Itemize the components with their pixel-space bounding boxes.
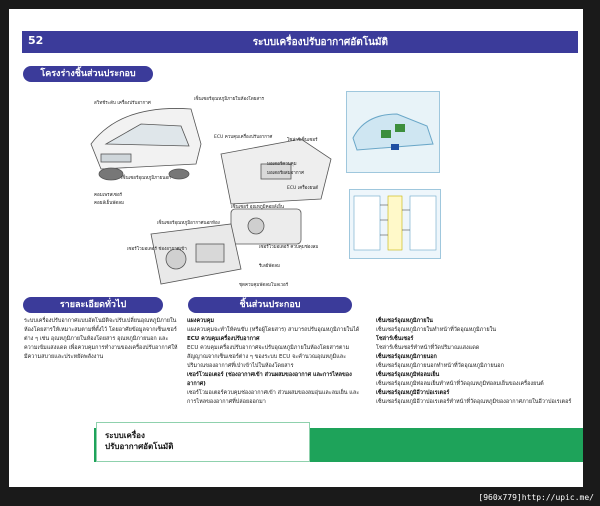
part-heading: ECU ควบคุมเครื่องปรับอากาศ [187,336,260,342]
footer-title-line: ระบบเครื่อง [105,431,145,440]
diagram-label: คอมเพรสเซอร์ [94,193,123,198]
diagram-label: คอยล์เย็นพัดลม [94,201,124,206]
part-text: ECU ควบคุมเครื่องปรับอากาศจะปรับอุณหภูมิ… [187,345,350,369]
system-block-diagram [349,189,441,259]
page-header-bar: 52 ระบบเครื่องปรับอากาศอัตโนมัติ [22,31,578,53]
parts-column-2: เซ็นเซอร์อุณหภูมิภายใน เซ็นเซอร์อุณหภูมิ… [376,317,576,407]
diagram-label: เซ็นเซอร์อุณหภูมิภายในห้องโดยสาร [194,97,265,102]
part-heading: เซ็นเซอร์อุณหภูมิท่อลมเย็น [376,372,440,378]
part-heading: แผงควบคุม [187,318,215,324]
manual-page: 52 ระบบเครื่องปรับอากาศอัตโนมัติ โครงร่า… [9,9,583,487]
part-text: เซ็นเซอร์อุณหภูมิอีวาปอเรเตอร์ทำหน้าที่ว… [376,399,572,405]
general-description: ระบบเครื่องปรับอากาศแบบอัตโนมัติจะปรับเป… [24,318,178,360]
part-text: เซอร์โวมอเตอร์ควบคุมช่องอากาศเข้า ส่วนผส… [187,390,360,405]
diagram-label: เซ็นเซอร์ อุณหภูมิคอยล์เย็น [231,205,284,210]
page-title: ระบบเครื่องปรับอากาศอัตโนมัติ [252,37,388,48]
part-heading: เซ็นเซอร์อุณหภูมิภายนอก [376,354,437,360]
parts-column-1: แผงควบคุม แผงควบคุมจะทำให้คนขับ (หรือผู้… [187,317,362,407]
diagram-label: เซอร์โวมอเตอร์ ช่องอากาศเข้า [127,247,187,252]
diagram-label: เซอร์โวมอเตอร์ ควบคุมช่องลม [259,245,319,250]
diagram-label: มอเตอร์ผสมอากาศ [267,171,304,176]
schematic-car-photo [346,91,440,173]
diagram-label: รีเลย์พัดลม [259,264,280,269]
part-heading: เซ็นเซอร์อุณหภูมิภายใน [376,318,433,324]
section-title-components-layout: โครงร่างชิ้นส่วนประกอบ [23,66,153,82]
image-caption: [960x779]http://upic.me/ [478,493,594,502]
engine-bay-illustration [230,208,302,245]
part-text: เซ็นเซอร์อุณหภูมิภายในทำหน้าที่วัดอุณหภู… [376,327,497,333]
diagram-label: มอเตอร์ควบคุม [267,162,297,167]
part-text: เซ็นเซอร์อุณหภูมิท่อลมเย็นทำหน้าที่วัดอุ… [376,381,544,387]
part-text: เซ็นเซอร์อุณหภูมิภายนอกทำหน้าที่วัดอุณหภ… [376,363,504,369]
footer-title-box [96,422,310,462]
section-title-parts: ชิ้นส่วนประกอบ [188,297,352,313]
section-title-general: รายละเอียดทั่วไป [23,297,163,313]
diagram-label: เซ็นเซอร์อุณหภูมิภายนอก [121,176,171,181]
components-diagram [90,108,332,285]
diagram-label: เซ็นเซอร์อุณหภูมิอากาศนอกห้อง [157,221,220,226]
page-number: 52 [28,34,44,47]
part-text: แผงควบคุมจะทำให้คนขับ (หรือผู้โดยสาร) สา… [187,327,360,333]
dashboard-illustration [220,138,332,205]
diagram-label: ชุดควบคุมพัดลมโบลเวอร์ [239,283,289,288]
footer-title: ระบบเครื่อง ปรับอากาศอัตโนมัติ [105,430,173,452]
part-heading: โซล่าร์เซ็นเซอร์ [376,336,414,342]
diagram-label: ECU ควบคุมเครื่องปรับอากาศ [214,135,273,140]
hvac-unit-illustration [150,223,242,285]
part-text: โซล่าร์เซ็นเซอร์ทำหน้าที่วัดปริมาณแสงแดด [376,345,480,351]
car-front-illustration [90,108,202,181]
diagram-label: สวิทช์ระดับ เครื่องปรับอากาศ [94,101,151,106]
part-heading: เซ็นเซอร์อุณหภูมิอีวาปอเรเตอร์ [376,390,450,396]
part-heading: เซอร์โวมอเตอร์ (ช่องอากาศเข้า ส่วนผสมของ… [187,372,352,387]
diagram-label: ECU เครื่องยนต์ [287,186,319,191]
diagram-label: โซล่าร์เซ็นเซอร์ [287,138,318,143]
footer-title-line: ปรับอากาศอัตโนมัติ [105,442,174,451]
